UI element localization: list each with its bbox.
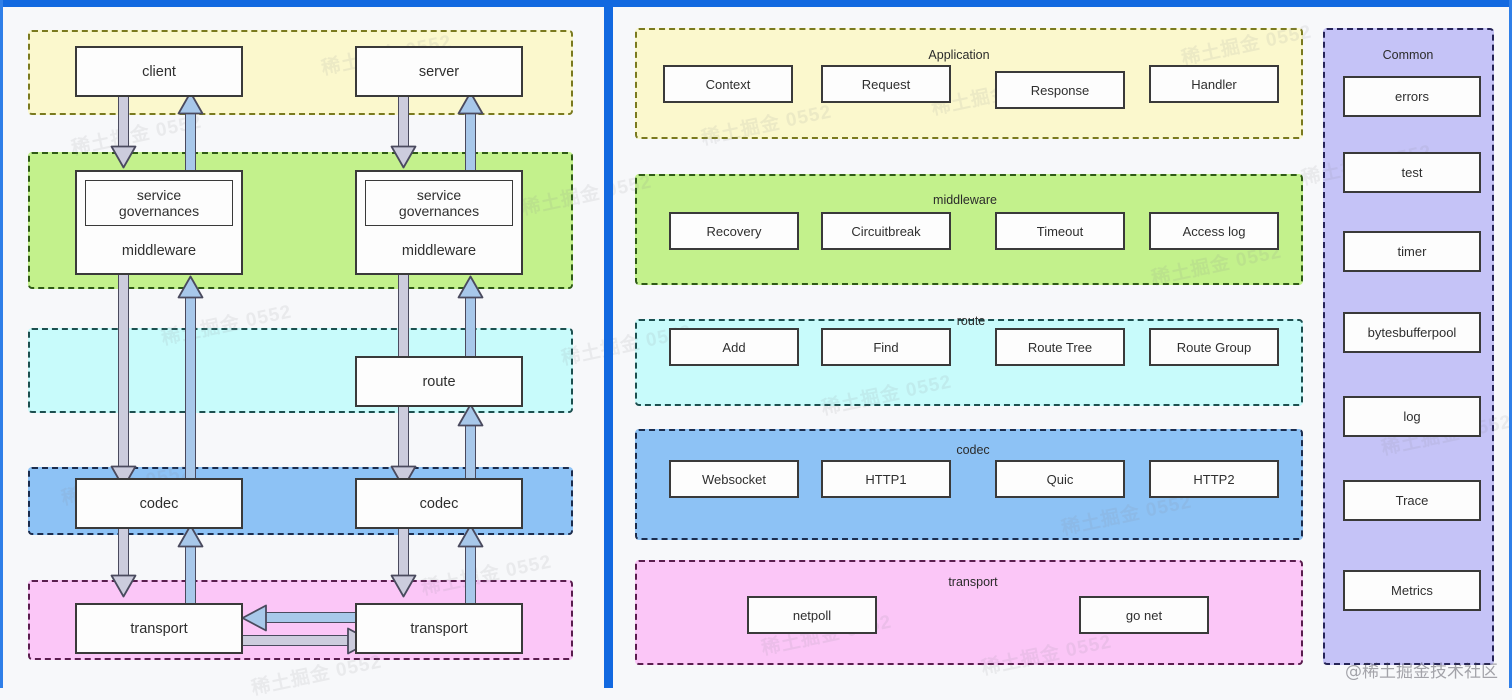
arrow-shaft-server-route-codec-down	[398, 405, 409, 472]
node-client-service-governances[interactable]: service governances	[85, 180, 233, 226]
arrow-head-client-codec-mw-up	[177, 275, 204, 299]
common-item-metrics[interactable]: Metrics	[1343, 570, 1481, 611]
arrow-shaft-server-down	[398, 95, 409, 151]
arrow-head-client-codec-transport-down	[110, 574, 137, 598]
node-server-governances-line2: governances	[398, 203, 480, 219]
request-flow-panel: client server middleware service governa…	[3, 7, 604, 688]
node-client-codec[interactable]: codec	[75, 478, 243, 529]
arrow-shaft-server-codec-transport-down	[398, 529, 409, 577]
arrow-shaft-client-up	[185, 112, 196, 174]
node-server[interactable]: server	[355, 46, 523, 97]
layer-item-add[interactable]: Add	[669, 328, 799, 366]
common-item-errors[interactable]: errors	[1343, 76, 1481, 117]
arrow-shaft-server-transport-codec-up	[465, 545, 476, 603]
layer-item-request[interactable]: Request	[821, 65, 951, 103]
node-server-codec[interactable]: codec	[355, 478, 523, 529]
common-item-trace[interactable]: Trace	[1343, 480, 1481, 521]
node-client-governances-line1: service	[136, 186, 182, 203]
layer-item-access-log[interactable]: Access log	[1149, 212, 1279, 250]
layer-title-codec: codec	[956, 443, 990, 457]
window-left-border	[0, 0, 3, 688]
arrow-shaft-server-up	[465, 112, 476, 174]
component-layer-panel: Application middleware route codec trans…	[613, 7, 1509, 688]
arrow-shaft-transport-left	[265, 612, 373, 623]
layer-item-handler[interactable]: Handler	[1149, 65, 1279, 103]
layer-item-go-net[interactable]: go net	[1079, 596, 1209, 634]
arrow-head-server-down	[390, 145, 417, 169]
arrow-head-transport-left	[241, 604, 267, 632]
arrow-shaft-client-mw-codec-down	[118, 272, 129, 472]
window-right-border	[1509, 0, 1512, 688]
layer-title-route: route	[956, 314, 986, 328]
layer-item-route-tree[interactable]: Route Tree	[995, 328, 1125, 366]
layer-item-netpoll[interactable]: netpoll	[747, 596, 877, 634]
arrow-head-server-route-codec-down	[390, 465, 417, 489]
node-client[interactable]: client	[75, 46, 243, 97]
common-item-test[interactable]: test	[1343, 152, 1481, 193]
layer-title-middleware: middleware	[933, 193, 997, 207]
arrow-head-client-mw-codec-down	[110, 465, 137, 489]
arrow-shaft-client-codec-transport-down	[118, 529, 129, 577]
layer-item-route-group[interactable]: Route Group	[1149, 328, 1279, 366]
layer-item-find[interactable]: Find	[821, 328, 951, 366]
node-server-governances-line1: service	[416, 186, 462, 203]
panel-divider	[604, 0, 613, 688]
common-item-bytesbufferpool[interactable]: bytesbufferpool	[1343, 312, 1481, 353]
arrow-shaft-client-transport-codec-up	[185, 545, 196, 603]
arrow-head-client-up	[177, 91, 204, 115]
node-server-service-governances[interactable]: service governances	[365, 180, 513, 226]
layer-item-circuitbreak[interactable]: Circuitbreak	[821, 212, 951, 250]
layer-item-http1[interactable]: HTTP1	[821, 460, 951, 498]
arrow-head-server-codec-route-up	[457, 403, 484, 427]
window-top-border	[0, 0, 1512, 7]
arrow-shaft-server-route-mw-up	[465, 297, 476, 359]
layer-item-quic[interactable]: Quic	[995, 460, 1125, 498]
common-item-timer[interactable]: timer	[1343, 231, 1481, 272]
arrow-head-server-codec-transport-down	[390, 574, 417, 598]
arrow-shaft-server-codec-route-up	[465, 424, 476, 512]
layer-title-application: Application	[928, 48, 990, 62]
node-route[interactable]: route	[355, 356, 523, 407]
arrow-shaft-transport-right	[243, 635, 351, 646]
node-server-middleware-label: middleware	[401, 243, 477, 259]
node-client-transport[interactable]: transport	[75, 603, 243, 654]
arrow-head-client-down	[110, 145, 137, 169]
layer-item-response[interactable]: Response	[995, 71, 1125, 109]
arrow-head-server-transport-codec-up	[457, 524, 484, 548]
arrow-shaft-client-codec-mw-up	[185, 297, 196, 512]
arrow-shaft-client-down	[118, 95, 129, 151]
common-title: Common	[1382, 48, 1434, 62]
node-client-middleware-label: middleware	[121, 243, 197, 259]
layer-item-recovery[interactable]: Recovery	[669, 212, 799, 250]
arrow-head-server-route-mw-up	[457, 275, 484, 299]
layer-item-timeout[interactable]: Timeout	[995, 212, 1125, 250]
layer-item-context[interactable]: Context	[663, 65, 793, 103]
arrow-head-client-transport-codec-up	[177, 524, 204, 548]
layer-item-websocket[interactable]: Websocket	[669, 460, 799, 498]
node-client-governances-line2: governances	[118, 203, 200, 219]
layer-item-http2[interactable]: HTTP2	[1149, 460, 1279, 498]
arrow-head-server-up	[457, 91, 484, 115]
layer-title-transport: transport	[948, 575, 998, 589]
common-item-log[interactable]: log	[1343, 396, 1481, 437]
watermark-corner: @稀土掘金技术社区	[1345, 662, 1498, 682]
node-server-transport[interactable]: transport	[355, 603, 523, 654]
arrow-shaft-server-mw-route-down	[398, 272, 409, 357]
